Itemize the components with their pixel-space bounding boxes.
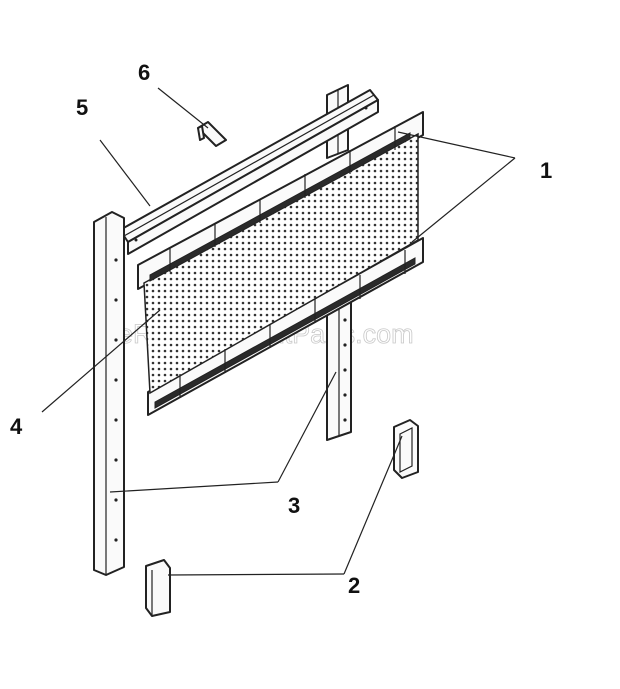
top-rail [119,89,379,255]
callout-4: 4 [10,414,23,439]
perforated-screen [143,132,419,395]
bracket [197,121,227,147]
callout-5: 5 [76,95,88,120]
callout-1: 1 [540,158,552,183]
base-block-rear [393,419,419,479]
callout-6: 6 [138,60,150,85]
front-post [93,211,125,576]
channel-dividers [169,126,406,398]
callout-2: 2 [348,573,360,598]
rear-post [326,284,352,441]
screen-panel-assembly [137,111,424,416]
base-block-front [145,559,171,617]
callout-3: 3 [288,493,300,518]
leader-lines [41,87,516,576]
